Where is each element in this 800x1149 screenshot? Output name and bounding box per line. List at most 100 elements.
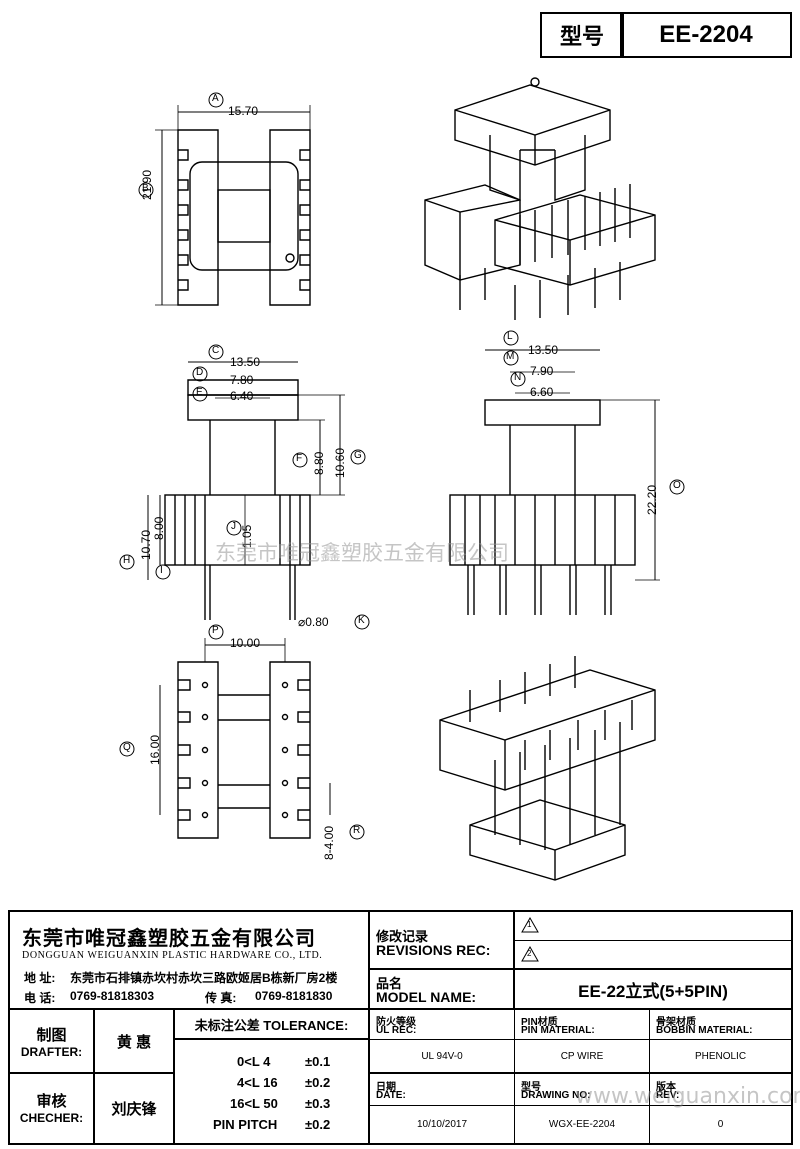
top-view [155,105,311,306]
tolerance-value: ±0.3 [305,1096,331,1111]
dim-b-value: 21.90 [140,169,154,200]
model-number: EE-2204 [659,21,753,48]
revision-triangle-2-icon [521,946,539,962]
bobbin-material-label-cell: 骨架材质 BOBBIN MATERIAL: [650,1010,791,1040]
top-left-flange [177,129,219,306]
phone-value: 0769-81818303 [70,989,155,1003]
dim-h-value: 10.70 [139,529,153,560]
dim-c-value: 13.50 [230,355,261,369]
tolerance-value: ±0.1 [305,1054,331,1069]
title-block: 东莞市唯冠鑫塑胶五金有限公司 DONGGUAN WEIGUANXIN PLAST… [8,910,793,1145]
dim-f-value: 8.80 [312,451,326,475]
ul-rec-label-cn: 防火等级 [376,1017,416,1028]
rev-label-cell: 版本 REV: [650,1074,791,1106]
dim-letter-d: D [196,367,204,378]
front-view [147,361,345,620]
date-label-cell: 日期 DATE: [370,1074,515,1106]
company-name-en: DONGGUAN WEIGUANXIN PLASTIC HARDWARE CO.… [22,950,323,961]
checker-label-cell: 审核 CHECHER: [10,1074,95,1143]
fax-label: 传 真: [205,991,237,1005]
dim-letter-f: F [296,453,303,464]
dimension-markers [119,92,685,840]
date-label-en: DATE: [376,1090,406,1101]
bobbin-material-label-en: BOBBIN MATERIAL: [656,1025,753,1036]
type-label: 型号 [559,24,604,49]
bobbin-material-value-cell: PHENOLIC [650,1040,791,1074]
dim-letter-q: Q [123,742,131,753]
pin-material-value-cell: CP WIRE [515,1040,650,1074]
dim-letter-m: M [506,351,515,362]
revisions-label-en: REVISIONS REC: [376,942,491,958]
drawing-no-value-cell: WGX-EE-2204 [515,1106,650,1143]
side-view [449,349,660,615]
fax-value: 0769-8181830 [255,989,333,1003]
address-label: 地 址: [24,971,56,985]
pin-material-label-cn: PIN材质 [521,1017,558,1028]
revision-2-number: 2 [527,949,532,958]
rev-value: 0 [717,1119,724,1130]
drawing-no-label-cn: 型号 [521,1082,541,1093]
tolerance-range: PIN PITCH [213,1117,278,1132]
dim-i-value: 8.00 [152,516,166,540]
drafter-label-cn: 制图 [36,1027,67,1044]
dim-n-value: 6.60 [530,385,554,399]
dimension-labels: A 15.70 B 21.90 C 13.50 D 7.80 E 6.40 F … [123,93,681,860]
drafter-value: 黄 惠 [116,1033,152,1051]
dim-l-value: 13.50 [528,343,559,357]
dim-a-value: 15.70 [228,104,259,118]
pin-material-label-cell: PIN材质 PIN MATERIAL: [515,1010,650,1040]
tolerance-value: ±0.2 [305,1075,331,1090]
revision-1-number: 1 [527,920,532,929]
dim-q-value: 16.00 [148,734,162,765]
dim-letter-o: O [673,480,681,491]
dim-e-value: 6.40 [230,389,254,403]
pin-material-value: CP WIRE [560,1050,604,1062]
dim-letter-n: N [514,372,522,383]
ul-rec-value: UL 94V-0 [421,1050,463,1062]
drawing-no-value: WGX-EE-2204 [548,1119,616,1130]
rev-value-cell: 0 [650,1106,791,1143]
dim-letter-g: G [354,450,362,461]
drafter-value-cell: 黄 惠 [95,1010,175,1074]
type-label-cell: 型号 [540,12,624,58]
tolerance-value: ±0.2 [305,1117,331,1132]
model-number-cell: EE-2204 [620,12,792,58]
dim-letter-k: K [358,615,365,626]
model-name-label-cell: 品名 MODEL NAME: [370,970,515,1010]
revision-row-1: 1 [515,912,791,941]
top-right-flange [269,129,311,306]
ul-rec-label-cell: 防火等级 UL REC: [370,1010,515,1040]
dim-letter-e: E [196,387,203,398]
pin-material-label-en: PIN MATERIAL: [521,1025,595,1036]
isometric-view-bottom [439,656,656,881]
tolerance-range: 16<L 50 [230,1096,278,1111]
dim-d-value: 7.80 [230,373,254,387]
drawing-no-label-en: DRAWING NO: [521,1090,591,1101]
date-value-cell: 10/10/2017 [370,1106,515,1143]
dim-letter-a: A [212,93,219,104]
revision-row-2: 2 [515,941,791,970]
checker-value: 刘庆锋 [111,1101,157,1118]
engineering-drawing [119,77,685,881]
dim-letter-h: H [123,555,131,566]
tolerance-table: 0<L 4 ±0.1 4<L 16 ±0.2 16<L 50 ±0.3 PIN … [175,1040,370,1143]
phone-label: 电 话: [24,991,56,1005]
dim-p-value: 10.00 [230,636,261,650]
revision-triangle-1-icon [521,917,539,933]
rev-label-en: REV: [656,1090,680,1101]
dim-o-value: 22.20 [645,484,659,515]
model-name-label-en: MODEL NAME: [376,989,477,1005]
bobbin-material-value: PHENOLIC [694,1050,747,1062]
checker-value-cell: 刘庆锋 [95,1074,175,1143]
dim-letter-r: R [353,825,361,836]
date-label-cn: 日期 [376,1082,396,1093]
checker-label-cn: 审核 [36,1093,67,1110]
tolerance-range: 0<L 4 [237,1054,271,1069]
top-center-body [189,161,299,271]
drawing-no-label-cell: 型号 DRAWING NO: [515,1074,650,1106]
revisions-label-cn: 修改记录 [376,929,429,944]
date-value: 10/10/2017 [416,1119,468,1130]
drafter-label-en: DRAFTER: [20,1045,83,1059]
ul-rec-label-en: UL REC: [376,1025,417,1036]
dim-letter-b: B [142,183,149,194]
